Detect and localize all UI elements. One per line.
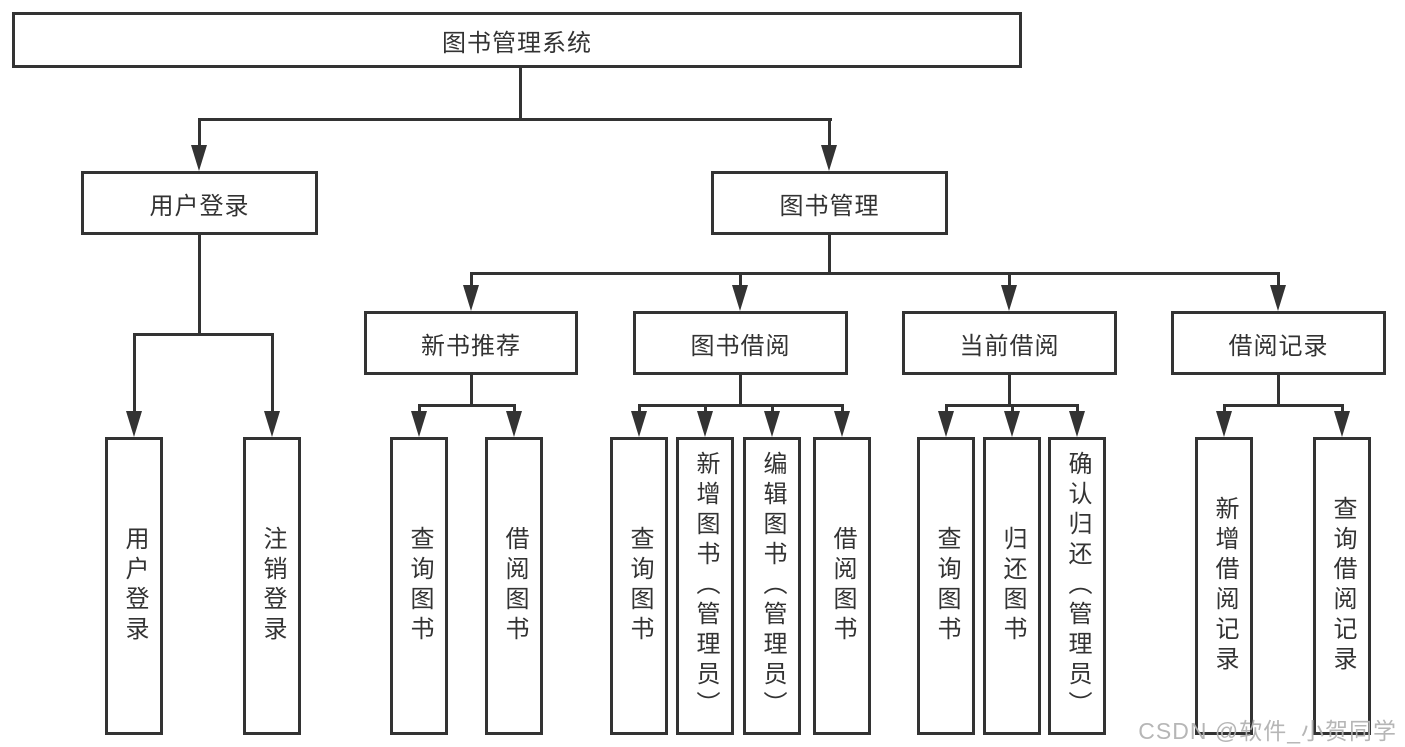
arrowhead-leaf-logout: [264, 411, 280, 437]
connector-borrow-records-branch: [1223, 404, 1344, 407]
connector-book-mgmt-branch: [470, 272, 1280, 275]
arrowhead-query-book-2: [631, 411, 647, 437]
leaf-query-borrow-record: 查询借阅记录: [1313, 437, 1371, 735]
leaf-confirm-return-admin: 确认归还（管理员）: [1048, 437, 1106, 735]
leaf-borrow-book-1: 借阅图书: [485, 437, 543, 735]
connector-book-borrow-branch: [638, 404, 844, 407]
arrowhead-borrow-book-2: [834, 411, 850, 437]
arrowhead-user-login: [191, 145, 207, 171]
arrowhead-leaf-user-login: [126, 411, 142, 437]
connector-borrow-records-stem: [1277, 375, 1280, 406]
connector-drop-borrow-records: [1277, 272, 1280, 288]
arrowhead-return-book: [1004, 411, 1020, 437]
arrowhead-query-book-3: [938, 411, 954, 437]
arrowhead-borrow-records: [1270, 285, 1286, 311]
connector-new-book-rec-stem: [470, 375, 473, 406]
connector-drop-book-mgmt: [828, 118, 831, 148]
connector-user-login-branch: [133, 333, 274, 336]
arrowhead-query-book-1: [411, 411, 427, 437]
arrowhead-query-record: [1334, 411, 1350, 437]
node-book-borrow: 图书借阅: [633, 311, 848, 375]
arrowhead-confirm-return: [1069, 411, 1085, 437]
connector-book-mgmt-stem: [828, 235, 831, 275]
connector-root-stem: [519, 68, 522, 120]
arrowhead-add-record: [1216, 411, 1232, 437]
leaf-add-book-admin: 新增图书（管理员）: [676, 437, 734, 735]
leaf-query-book-1: 查询图书: [390, 437, 448, 735]
leaf-edit-book-admin: 编辑图书（管理员）: [743, 437, 801, 735]
leaf-query-book-3: 查询图书: [917, 437, 975, 735]
connector-book-borrow-stem: [739, 375, 742, 406]
node-current-borrow: 当前借阅: [902, 311, 1117, 375]
connector-drop-return-book: [1011, 404, 1014, 414]
connector-new-book-rec-branch: [418, 404, 516, 407]
connector-current-borrow-stem: [1008, 375, 1011, 406]
arrowhead-add-book: [697, 411, 713, 437]
leaf-return-book: 归还图书: [983, 437, 1041, 735]
connector-drop-book-borrow: [739, 272, 742, 288]
connector-drop-query-book-2: [638, 404, 641, 414]
csdn-watermark: CSDN @软件_小贺同学: [1138, 718, 1397, 744]
node-book-mgmt: 图书管理: [711, 171, 948, 235]
arrowhead-borrow-book-1: [506, 411, 522, 437]
connector-drop-add-record: [1223, 404, 1226, 414]
arrowhead-book-mgmt: [821, 145, 837, 171]
connector-drop-edit-book: [771, 404, 774, 414]
connector-drop-confirm-return: [1076, 404, 1079, 414]
node-new-book-rec: 新书推荐: [364, 311, 578, 375]
node-user-login: 用户登录: [81, 171, 318, 235]
connector-drop-borrow-book-2: [841, 404, 844, 414]
connector-drop-leaf-user-login: [133, 333, 136, 413]
leaf-query-book-2: 查询图书: [610, 437, 668, 735]
connector-drop-add-book: [704, 404, 707, 414]
connector-drop-current-borrow: [1008, 272, 1011, 288]
connector-drop-leaf-logout: [271, 333, 274, 413]
connector-drop-borrow-book-1: [513, 404, 516, 414]
connector-drop-query-book-3: [945, 404, 948, 414]
connector-drop-new-book-rec: [470, 272, 473, 288]
connector-user-login-stem: [198, 235, 201, 336]
leaf-user-login: 用户登录: [105, 437, 163, 735]
leaf-borrow-book-2: 借阅图书: [813, 437, 871, 735]
leaf-add-borrow-record: 新增借阅记录: [1195, 437, 1253, 735]
arrowhead-new-book-rec: [463, 285, 479, 311]
connector-root-branch: [198, 118, 832, 121]
connector-drop-query-book-1: [418, 404, 421, 414]
connector-drop-user-login: [198, 118, 201, 148]
arrowhead-book-borrow: [732, 285, 748, 311]
arrowhead-edit-book: [764, 411, 780, 437]
node-root: 图书管理系统: [12, 12, 1022, 68]
leaf-logout: 注销登录: [243, 437, 301, 735]
connector-drop-query-record: [1341, 404, 1344, 414]
arrowhead-current-borrow: [1001, 285, 1017, 311]
node-borrow-records: 借阅记录: [1171, 311, 1386, 375]
